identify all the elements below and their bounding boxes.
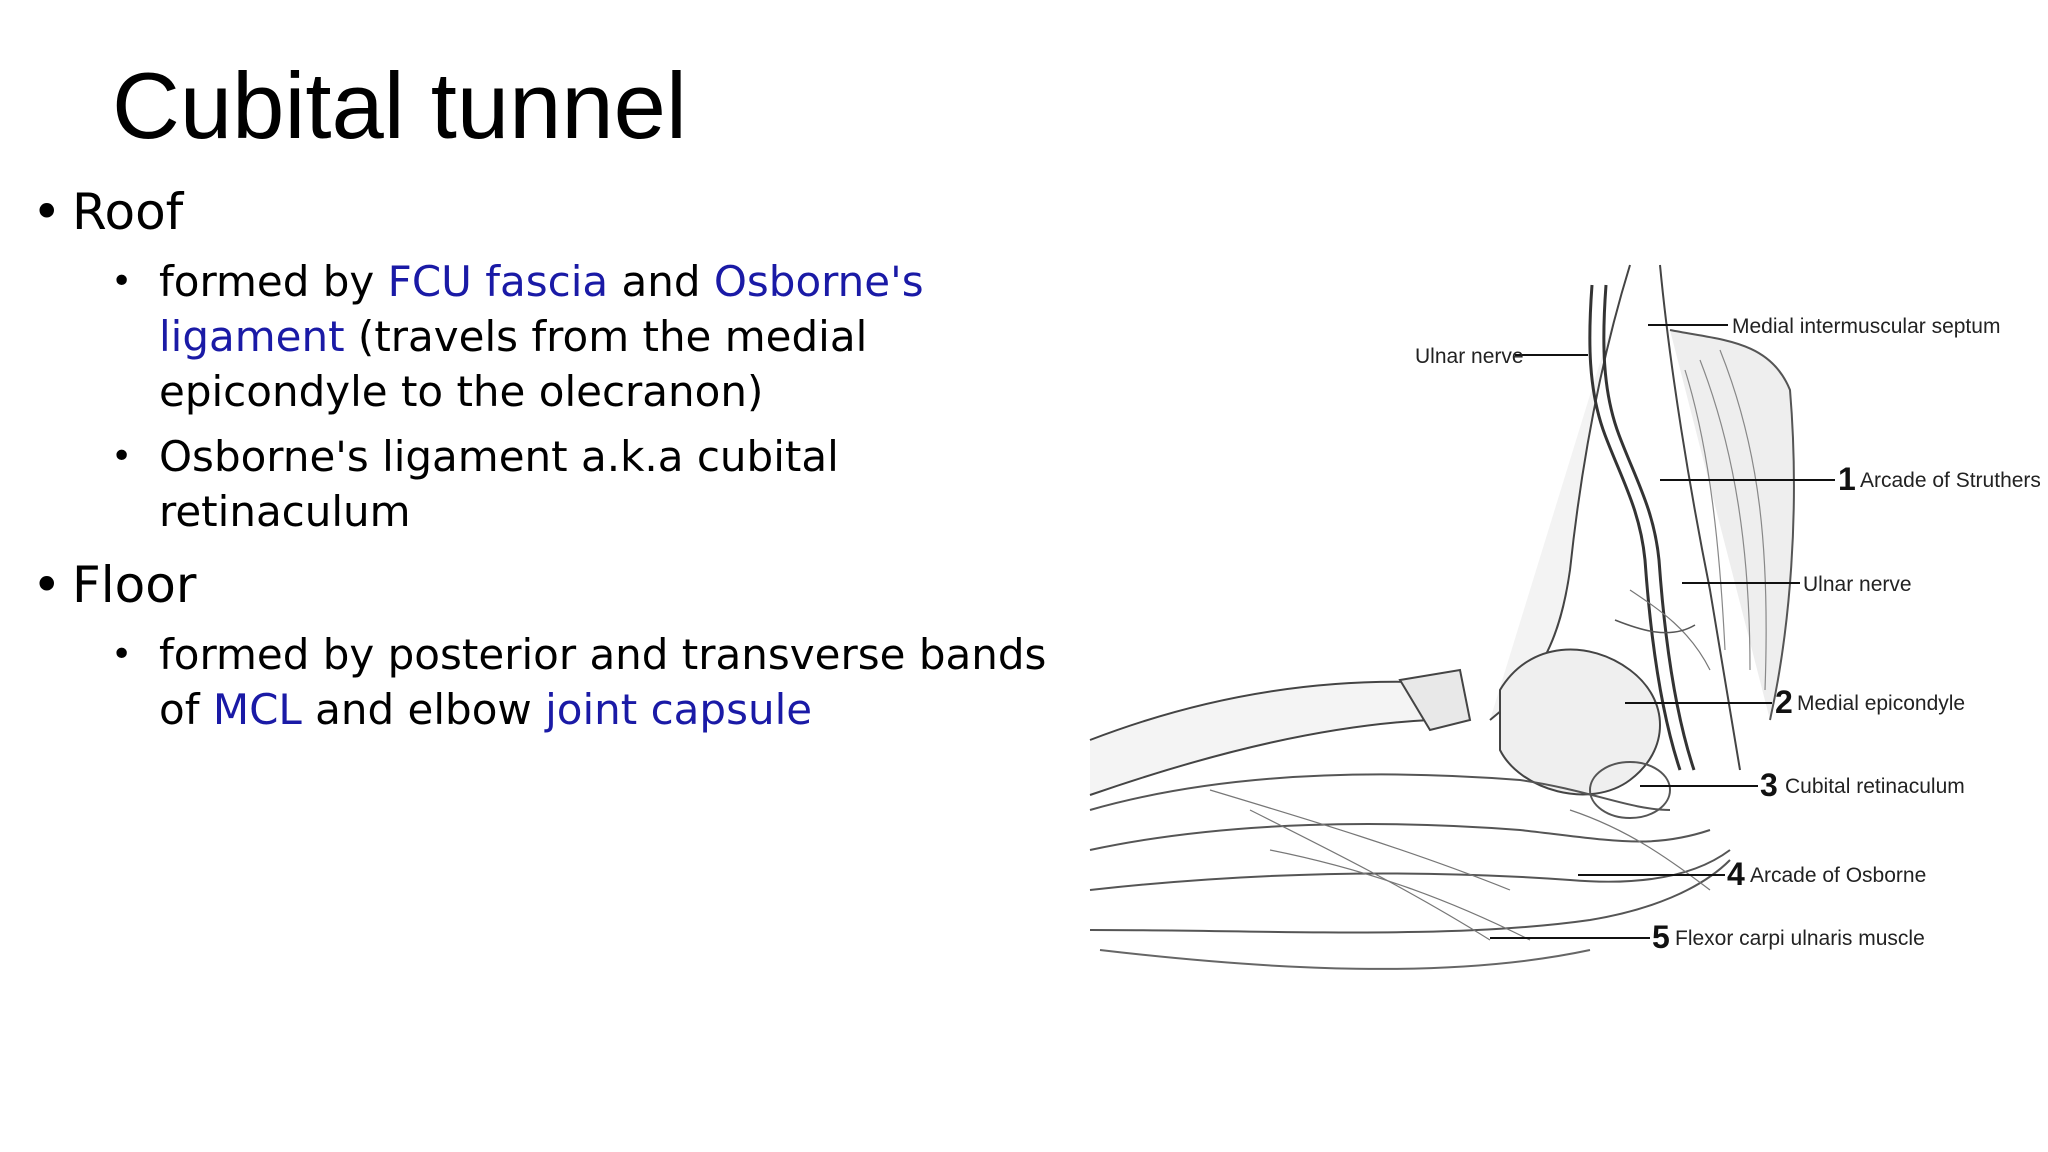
slide-title: Cubital tunnel <box>112 53 687 158</box>
text-run: and elbow <box>301 685 546 734</box>
number-3: 3 <box>1760 767 1778 803</box>
text-run: formed by posterior and transverse bands… <box>159 630 1047 734</box>
bullet-icon: • <box>111 634 133 675</box>
link-fcu-fascia[interactable]: FCU fascia <box>387 257 609 306</box>
label-arcade-of-struthers: Arcade of Struthers <box>1860 469 2040 492</box>
text-run: Osborne's ligament a.k.a cubital retinac… <box>159 432 839 536</box>
bullet-icon: • <box>32 183 62 241</box>
number-2: 2 <box>1775 684 1793 720</box>
label-cubital-retinaculum: Cubital retinaculum <box>1785 775 1965 798</box>
label-arcade-of-osborne: Arcade of Osborne <box>1750 864 1926 887</box>
text-run: formed by <box>159 257 388 306</box>
elbow-anatomy-figure: Ulnar nerve Medial intermuscular septum … <box>1070 250 2041 990</box>
link-joint-capsule[interactable]: joint capsule <box>545 685 813 734</box>
label-flexor-carpi-ulnaris: Flexor carpi ulnaris muscle <box>1675 927 1925 950</box>
section-heading: Roof <box>72 183 184 241</box>
section-floor: • Floor <box>30 553 1050 617</box>
bullet-list: • Roof • formed by FCU fascia and Osborn… <box>30 180 1050 737</box>
bullet-icon: • <box>111 436 133 477</box>
text-run: (travels from the medial epicondyle to t… <box>159 312 868 416</box>
label-ulnar-nerve-top: Ulnar nerve <box>1415 345 1524 368</box>
section-heading: Floor <box>72 556 197 614</box>
link-osbornes-ligament[interactable]: Osborne's ligament <box>159 257 924 361</box>
number-1: 1 <box>1838 461 1856 497</box>
floor-item-1: • formed by posterior and transverse ban… <box>30 627 1050 737</box>
text-run: and <box>608 257 714 306</box>
anatomy-drawing <box>1089 264 1795 970</box>
bullet-icon: • <box>32 556 62 614</box>
roof-item-2: • Osborne's ligament a.k.a cubital retin… <box>30 429 1050 539</box>
bullet-icon: • <box>111 261 133 302</box>
label-ulnar-nerve-right: Ulnar nerve <box>1803 573 1912 596</box>
elbow-illustration: Ulnar nerve Medial intermuscular septum … <box>1089 264 2041 970</box>
number-4: 4 <box>1727 856 1745 892</box>
number-5: 5 <box>1652 919 1670 955</box>
section-roof: • Roof <box>30 180 1050 244</box>
link-mcl[interactable]: MCL <box>212 685 302 734</box>
roof-item-1: • formed by FCU fascia and Osborne's lig… <box>30 254 1050 419</box>
label-medial-epicondyle: Medial epicondyle <box>1797 692 1965 715</box>
leader-lines <box>1490 324 1835 939</box>
label-medial-intermuscular-septum: Medial intermuscular septum <box>1732 315 2000 338</box>
